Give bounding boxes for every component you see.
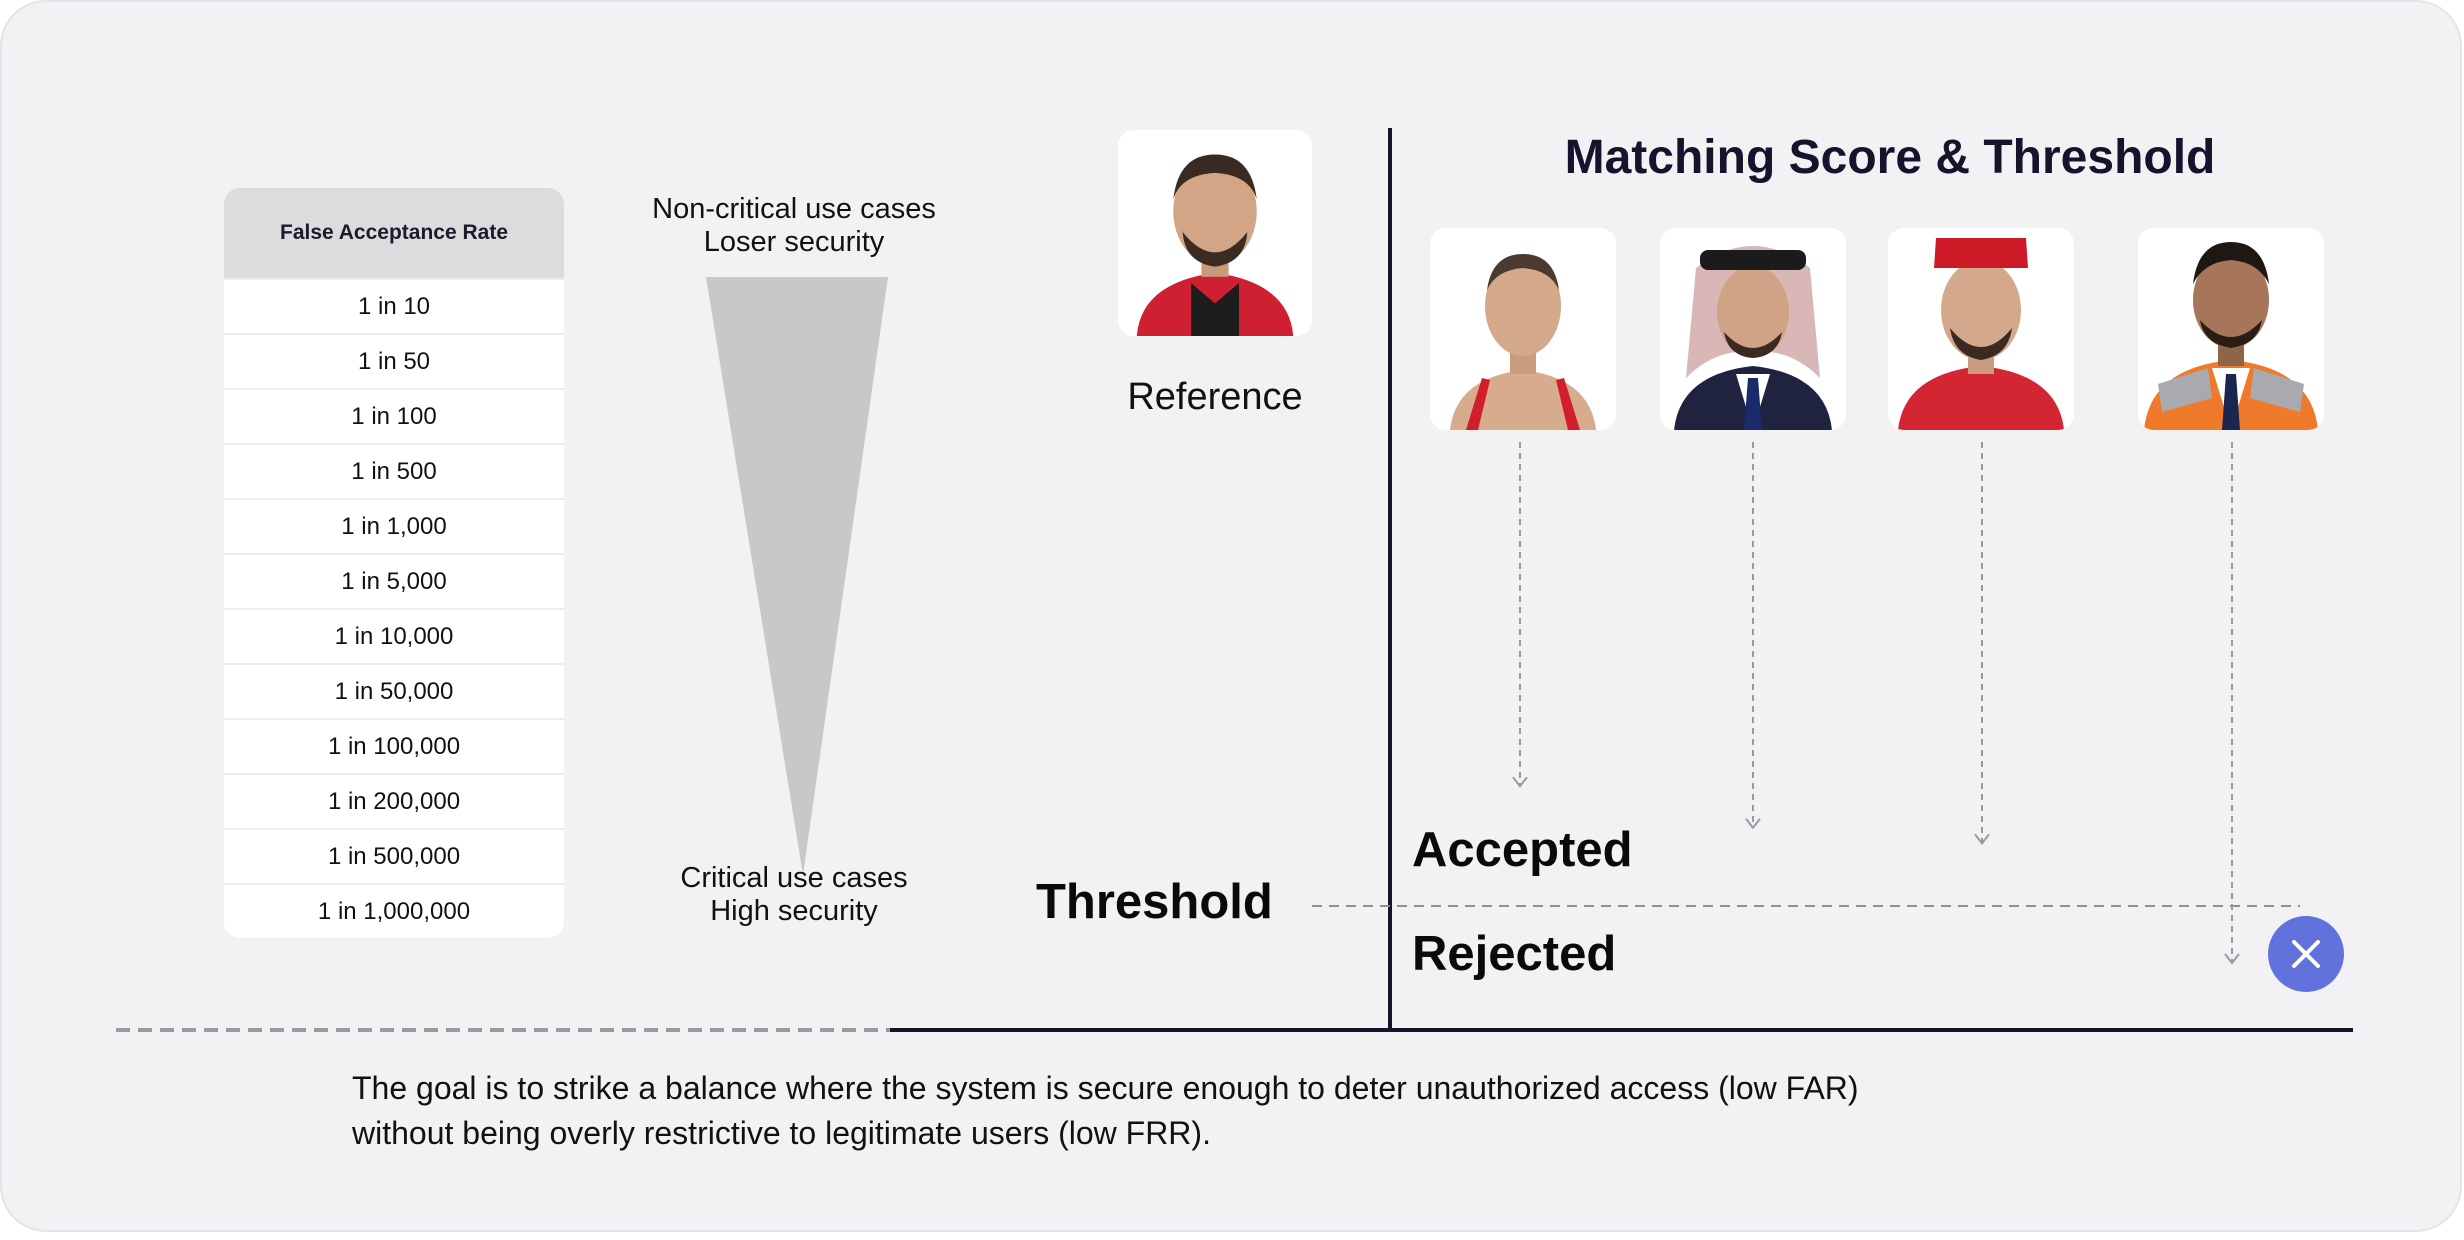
wedge-top-caption: Non-critical use cases Loser security <box>594 193 994 259</box>
reference-label: Reference <box>1127 376 1303 418</box>
far-table-row: 1 in 50 <box>224 333 564 388</box>
score-arrowhead-4 <box>2224 953 2240 965</box>
footer-line1: The goal is to strike a balance where th… <box>352 1070 1859 1106</box>
matching-title: Matching Score & Threshold <box>1564 131 2216 184</box>
wedge-top-line2: Loser security <box>703 226 885 258</box>
far-table-row: 1 in 5,000 <box>224 553 564 608</box>
far-table-row: 1 in 10 <box>224 278 564 333</box>
candidate-photo-2 <box>1660 228 1846 430</box>
far-table-row: 1 in 100 <box>224 388 564 443</box>
score-arrowhead-2 <box>1745 818 1761 830</box>
far-table-row: 1 in 10,000 <box>224 608 564 663</box>
far-table-row: 1 in 1,000,000 <box>224 883 564 938</box>
accepted-label: Accepted <box>1412 823 1633 877</box>
score-arrowhead-1 <box>1512 776 1528 788</box>
far-table-row: 1 in 1,000 <box>224 498 564 553</box>
footer-text: The goal is to strike a balance where th… <box>352 1066 2152 1156</box>
candidate-photo-3 <box>1888 228 2074 430</box>
wedge-bottom-caption: Critical use cases High security <box>594 862 994 928</box>
wedge-top-line1: Non-critical use cases <box>652 193 936 225</box>
score-arrowhead-3 <box>1974 833 1990 846</box>
wedge-bottom-line1: Critical use cases <box>680 862 908 894</box>
far-table-row: 1 in 200,000 <box>224 773 564 828</box>
candidate-photo-4 <box>2138 228 2324 430</box>
rejected-label: Rejected <box>1412 927 1617 981</box>
candidate-photo-1 <box>1430 228 1616 430</box>
close-icon <box>2292 940 2320 968</box>
security-wedge <box>706 277 888 875</box>
far-table-row: 1 in 100,000 <box>224 718 564 773</box>
reject-badge <box>2268 916 2344 992</box>
far-table-row: 1 in 500 <box>224 443 564 498</box>
far-table-row: 1 in 500,000 <box>224 828 564 883</box>
wedge-bottom-line2: High security <box>710 895 878 927</box>
reference-photo <box>1118 130 1312 336</box>
threshold-label: Threshold <box>1036 875 1273 929</box>
score-arrows <box>1512 442 2240 965</box>
far-table-header: False Acceptance Rate <box>224 188 564 278</box>
far-table-row: 1 in 50,000 <box>224 663 564 718</box>
footer-line2: without being overly restrictive to legi… <box>352 1115 1211 1151</box>
